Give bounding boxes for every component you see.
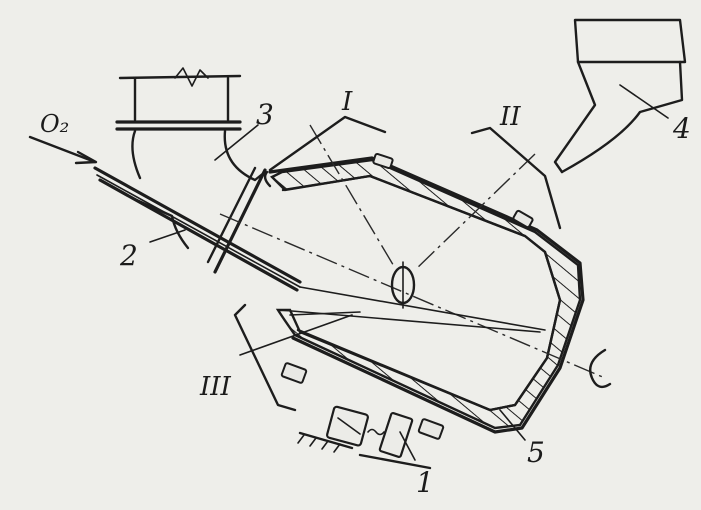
support-pad	[417, 418, 445, 440]
zone-label-I: I	[341, 87, 353, 117]
jet-lines	[279, 286, 546, 333]
label-5: 5	[527, 436, 545, 469]
vessel-lining	[269, 158, 582, 430]
vessel-shell-outer	[268, 156, 585, 434]
converter-vessel	[263, 156, 585, 434]
label-1: 1	[416, 466, 434, 499]
charging-hopper	[553, 18, 687, 174]
gas-flue	[115, 67, 267, 182]
tilt-drive	[297, 405, 432, 470]
support-pad	[512, 209, 534, 229]
zone-bracket-I	[268, 115, 387, 172]
vessel-supports	[280, 152, 534, 440]
zone-bracket-II	[470, 126, 562, 230]
rotation-axis	[219, 124, 612, 389]
label-2: 2	[119, 239, 138, 272]
zone-label-II: II	[499, 102, 521, 132]
zone-brackets	[233, 115, 562, 412]
label-4: 4	[672, 112, 691, 145]
vessel-cavity-inner	[281, 174, 562, 412]
zone-label-III: III	[199, 372, 232, 402]
oxygen-label: O₂	[40, 110, 69, 138]
label-3: 3	[256, 98, 274, 131]
oxygen-lance	[28, 135, 302, 292]
support-pad	[372, 152, 394, 170]
vessel-mouth	[263, 170, 272, 188]
leader-lines	[149, 84, 669, 461]
zone-bracket-III	[233, 303, 297, 412]
support-pad	[280, 362, 308, 384]
rotation-arrow	[588, 348, 612, 389]
